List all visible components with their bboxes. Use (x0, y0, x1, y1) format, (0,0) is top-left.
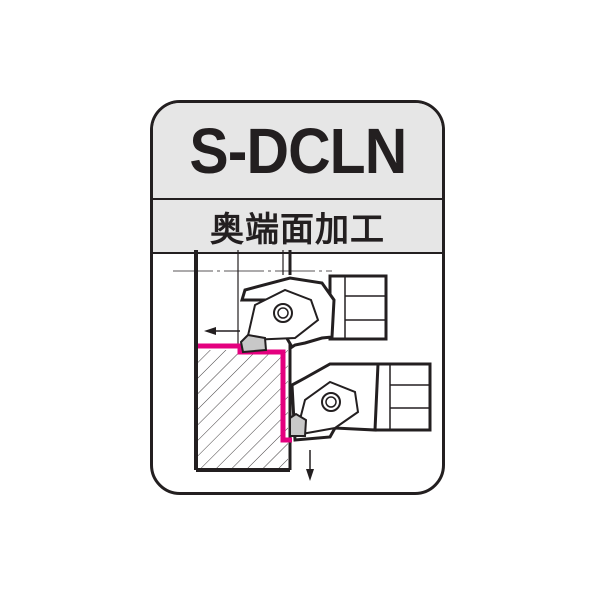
tool-spec-card: S-DCLN 奥端面加工 (150, 100, 445, 495)
workpiece (194, 250, 292, 472)
boring-bar-tool-icon (289, 362, 432, 442)
machining-type-label: 奥端面加工 (210, 209, 385, 250)
boring-bar-tool-icon (239, 274, 388, 354)
tool-path (198, 343, 292, 443)
left-arrow-icon (204, 327, 240, 335)
down-arrow-icon (306, 450, 314, 481)
subtitle-band: 奥端面加工 (153, 200, 442, 254)
tool-code-title: S-DCLN (189, 114, 407, 187)
title-band: S-DCLN (153, 103, 442, 200)
